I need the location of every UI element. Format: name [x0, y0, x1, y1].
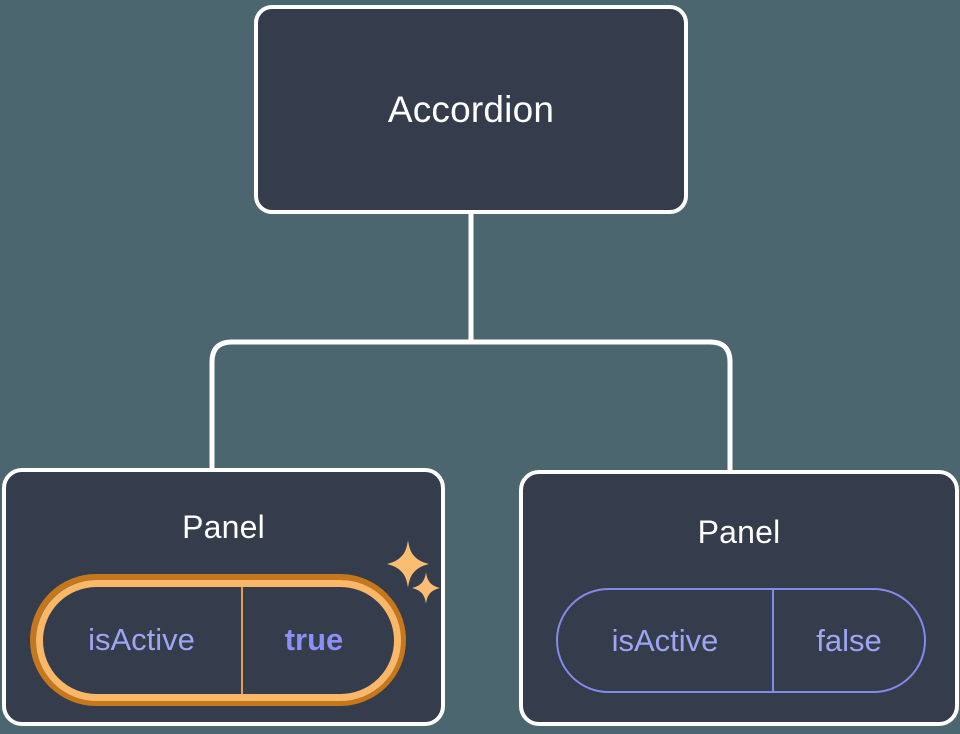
node-panel-right-title: Panel — [697, 514, 781, 550]
prop-key-isactive-left: isActive — [88, 622, 195, 657]
prop-key-isactive-right: isActive — [611, 622, 719, 658]
prop-pill-inner-ring: isActive true — [35, 579, 401, 701]
node-panel-left-title: Panel — [182, 509, 265, 545]
node-accordion-title: Accordion — [387, 89, 555, 130]
prop-pill-isactive-false[interactable]: isActive false — [556, 588, 926, 693]
edge-bracket — [209, 339, 733, 470]
prop-pill-isactive-true[interactable]: isActive true — [30, 574, 406, 706]
prop-value-false: false — [772, 590, 924, 691]
prop-value-true: true — [240, 586, 386, 694]
node-accordion[interactable]: Accordion — [254, 5, 688, 214]
